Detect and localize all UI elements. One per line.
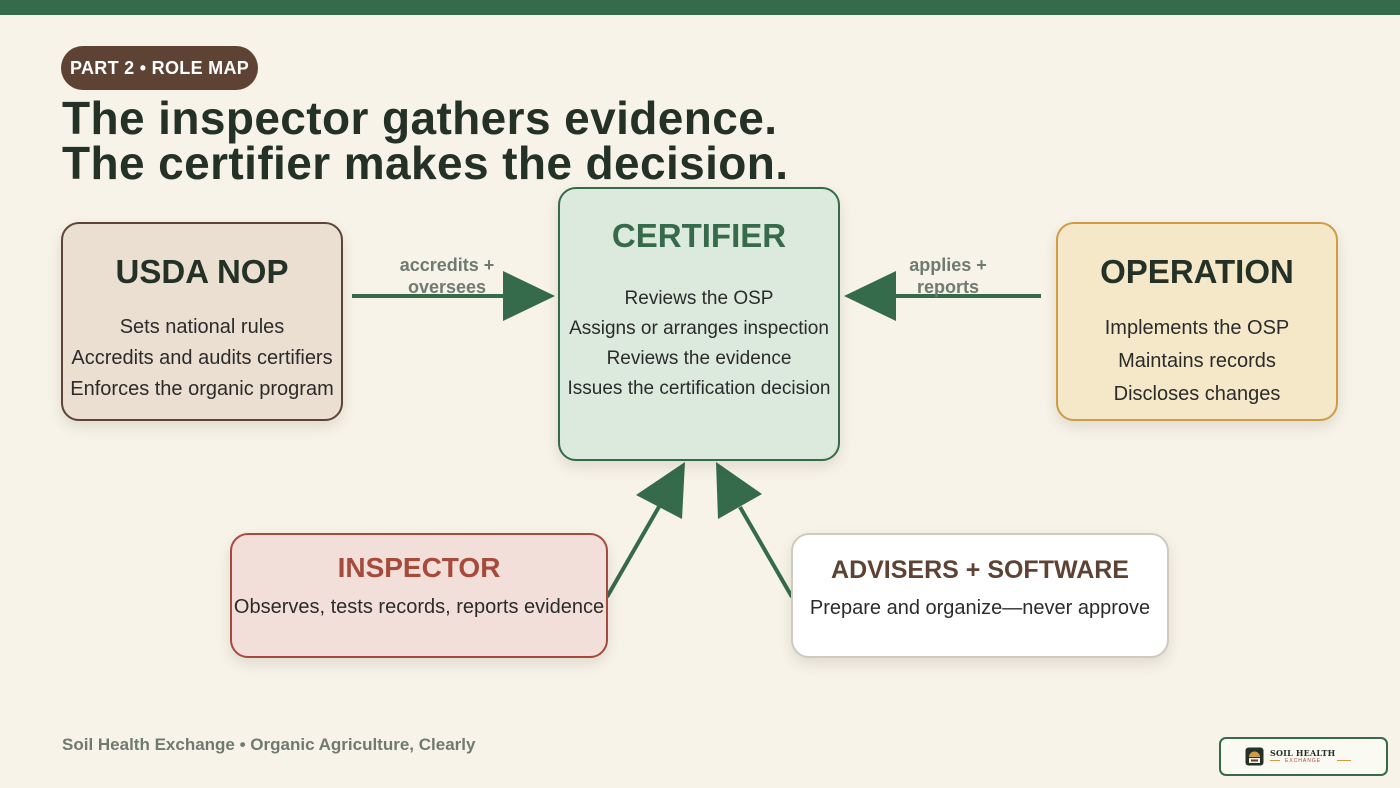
- node-line: Issues the certification decision: [567, 378, 831, 399]
- node-line: Maintains records: [1118, 350, 1276, 372]
- section-pill: PART 2 • ROLE MAP: [61, 46, 259, 90]
- node-line: Observes, tests records, reports evidenc…: [233, 596, 605, 618]
- arrow-inspector-to-certifier: [605, 462, 685, 598]
- logo-rule-left: [1270, 760, 1280, 761]
- logo-rule-right: [1337, 760, 1351, 761]
- node-line: Reviews the OSP: [624, 288, 774, 309]
- node-line: Accredits and audits certifiers: [71, 347, 333, 369]
- node-line: Enforces the organic program: [70, 378, 334, 400]
- logo-text: SOIL HEALTH: [1270, 748, 1336, 758]
- arrow-operation-to-certifier: [844, 271, 1041, 321]
- footer-text: Soil Health Exchange • Organic Agricultu…: [62, 735, 476, 754]
- node-title: USDA NOP: [115, 253, 289, 290]
- node-line: Sets national rules: [119, 316, 285, 338]
- headline-line-1: The inspector gathers evidence.: [62, 92, 778, 144]
- top-accent-bar: [0, 0, 1400, 15]
- node-title: CERTIFIER: [611, 217, 787, 254]
- node-inspector: INSPECTOR Observes, tests records, repor…: [230, 533, 608, 658]
- node-title: ADVISERS + SOFTWARE: [831, 556, 1129, 584]
- node-line: Implements the OSP: [1104, 317, 1290, 339]
- node-line: Prepare and organize—never approve: [809, 597, 1151, 619]
- node-certifier: CERTIFIER Reviews the OSP Assigns or arr…: [558, 187, 840, 461]
- arrow-advisers-to-certifier: [716, 462, 794, 599]
- headline: The inspector gathers evidence. The cert…: [62, 92, 789, 189]
- node-title: INSPECTOR: [337, 552, 501, 583]
- node-line: Discloses changes: [1113, 383, 1281, 405]
- node-line: Assigns or arranges inspection: [569, 318, 829, 339]
- node-operation: OPERATION Implements the OSP Maintains r…: [1056, 222, 1338, 421]
- node-title: OPERATION: [1100, 253, 1294, 290]
- edge-label-applies-reports: applies + reports: [909, 255, 987, 297]
- brand-logo: SOIL HEALTH EXCHANGE: [1219, 737, 1388, 776]
- edge-label-accredits-oversees: accredits + oversees: [399, 255, 495, 297]
- arrow-nop-to-certifier: [352, 271, 555, 321]
- node-line: Reviews the evidence: [606, 348, 792, 369]
- node-usda-nop: USDA NOP Sets national rules Accredits a…: [61, 222, 343, 421]
- headline-line-2: The certifier makes the decision.: [62, 137, 789, 189]
- node-advisers-software: ADVISERS + SOFTWARE Prepare and organize…: [791, 533, 1169, 658]
- logo-subtext: EXCHANGE: [1285, 758, 1322, 764]
- soil-health-icon: [1245, 747, 1264, 766]
